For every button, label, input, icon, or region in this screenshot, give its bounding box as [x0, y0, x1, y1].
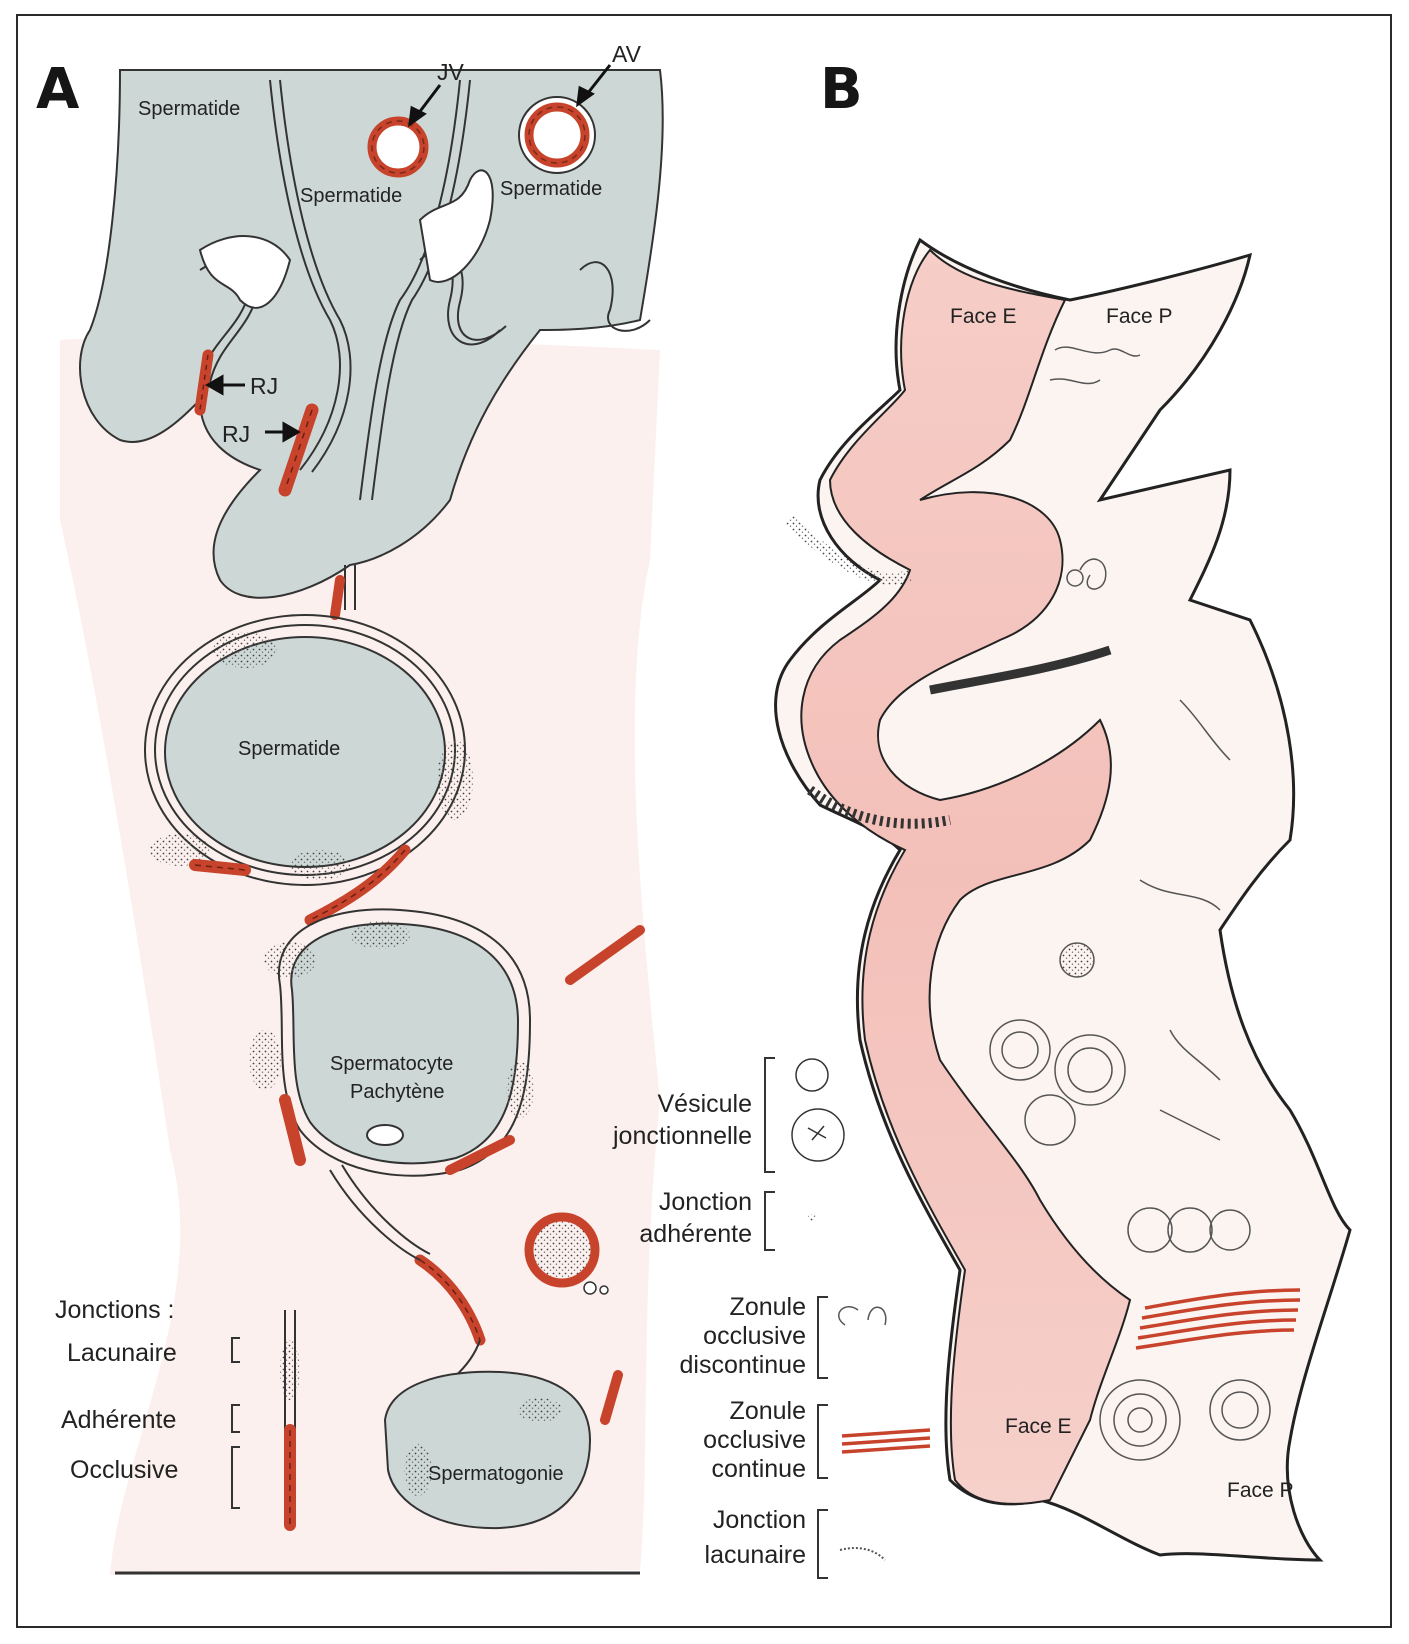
- label-pachytene: Pachytène: [350, 1081, 445, 1103]
- legend-jonction-adh-1: Jonction: [659, 1188, 752, 1216]
- junction-key-title: Jonctions :: [55, 1296, 175, 1324]
- label-face-p-bottom: Face P: [1227, 1479, 1294, 1502]
- label-face-p-top: Face P: [1106, 305, 1173, 328]
- legend-zonule-cont-2: occlusive: [703, 1426, 806, 1454]
- junction-key-lacunaire: Lacunaire: [67, 1339, 177, 1367]
- legend-jonction-lac-1: Jonction: [713, 1506, 806, 1534]
- label-arrows: [204, 64, 612, 443]
- label-spermatide-2: Spermatide: [300, 185, 402, 207]
- panel-b: [774, 237, 1352, 1562]
- legend-symbols: [791, 1058, 931, 1561]
- legend-text-group: Vésicule jonctionnelle Jonction adhérent…: [612, 1090, 806, 1569]
- junction-key-brackets: [231, 1337, 240, 1509]
- junction-key-adherente: Adhérente: [61, 1406, 176, 1434]
- spermatogonie: [383, 1370, 623, 1530]
- legend-vesicule-1: Vésicule: [658, 1090, 753, 1118]
- panel-label-a: A: [36, 57, 80, 122]
- label-jv: JV: [437, 59, 465, 85]
- legend-zonule-disc-2: occlusive: [703, 1322, 806, 1350]
- round-spermatid: [144, 614, 473, 886]
- label-spermatide-round: Spermatide: [238, 738, 340, 760]
- legend-brackets: [764, 1057, 828, 1579]
- legend-zonule-cont-3: continue: [711, 1455, 806, 1483]
- legend-jonction-lac-2: lacunaire: [705, 1541, 806, 1569]
- junctional-vesicle-jv: [367, 116, 429, 178]
- zonule-occlusive-continue-strands: [1135, 1288, 1301, 1350]
- fracture-edge: [929, 645, 1112, 695]
- label-spermatide-1: Spermatide: [138, 98, 240, 120]
- legend-zonule-disc-1: Zonule: [730, 1293, 806, 1321]
- panel-a: [60, 64, 664, 1575]
- spermatid-region: [79, 69, 664, 599]
- vesicle-imprints: [989, 942, 1271, 1461]
- junction-strand-lower-dashes: [419, 1259, 481, 1341]
- fracture-edge: [785, 515, 913, 585]
- face-e-ribbon: [800, 248, 1132, 1505]
- junction-strand-right: [565, 925, 645, 985]
- label-spermatocyte: Spermatocyte: [330, 1053, 453, 1075]
- label-rj-1: RJ: [250, 373, 278, 399]
- label-face-e-bottom: Face E: [1005, 1415, 1072, 1438]
- annular-vesicle-av: [518, 96, 596, 174]
- junction-strand-dashes: [309, 849, 406, 921]
- legend-vesicule-2: jonctionnelle: [612, 1122, 752, 1150]
- tight-junction-link: [330, 575, 345, 620]
- legend-zonule-cont-1: Zonule: [730, 1397, 806, 1425]
- label-spermatogonie: Spermatogonie: [428, 1463, 564, 1485]
- rj-junction-1: [194, 349, 214, 416]
- spermatocyte-pachytene: [249, 908, 534, 1177]
- label-av: AV: [612, 41, 642, 67]
- rj-junction-2: [278, 403, 319, 497]
- intercellular-gap: [198, 235, 292, 309]
- legend-zonule-disc-3: discontinue: [680, 1351, 806, 1379]
- panel-label-b: B: [820, 57, 863, 122]
- label-spermatide-3: Spermatide: [500, 178, 602, 200]
- face-p-texture: [1049, 346, 1231, 1141]
- junction-key-illustration: [280, 1310, 300, 1531]
- label-rj-2: RJ: [222, 421, 250, 447]
- label-face-e-top: Face E: [950, 305, 1017, 328]
- legend-jonction-adh-2: adhérente: [639, 1220, 752, 1248]
- junction-key-occlusive: Occlusive: [70, 1456, 178, 1484]
- intercellular-gap: [418, 169, 494, 283]
- vesicle-stippled: [524, 1212, 609, 1295]
